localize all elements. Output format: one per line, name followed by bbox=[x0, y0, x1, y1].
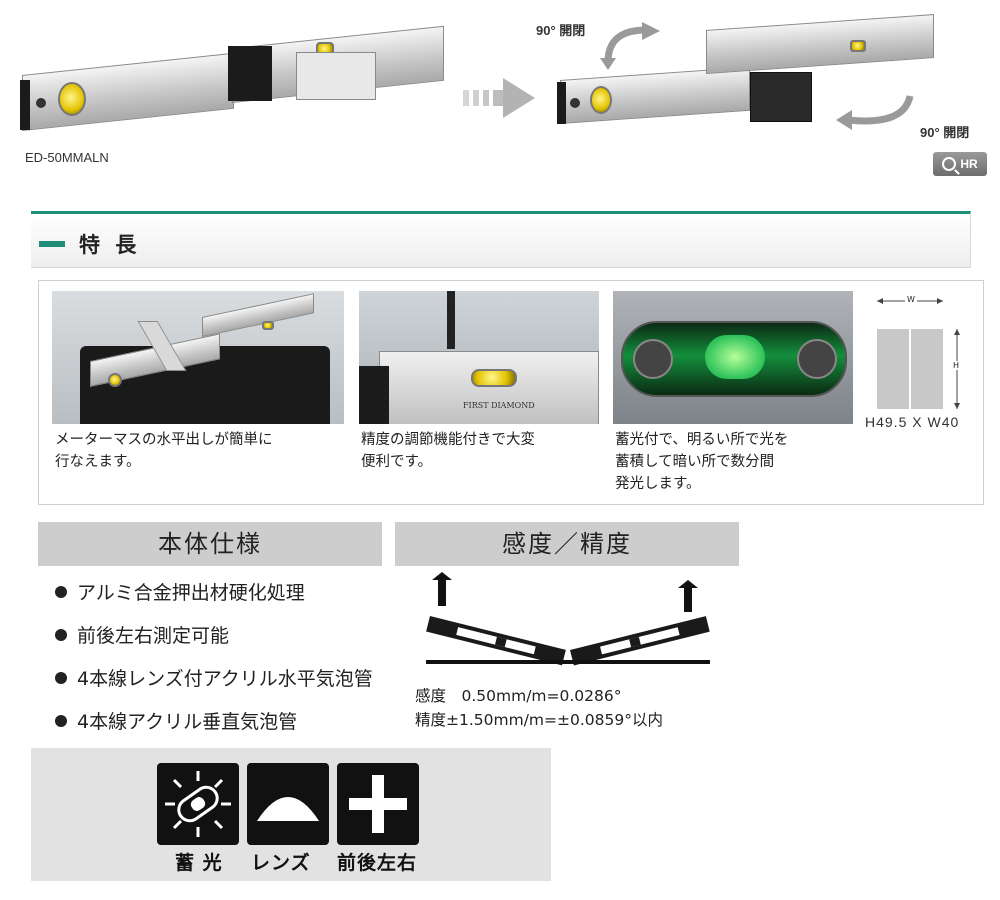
body-spec-heading: 本体仕様 bbox=[38, 522, 382, 566]
luminous-label: 蓄 光 bbox=[175, 852, 223, 874]
sensitivity-text: 感度 0.50mm/m=0.0286° bbox=[415, 687, 622, 705]
feature-photo-adjustment: FIRST DIAMOND bbox=[359, 291, 599, 424]
feature-icon-panel: 蓄 光 レンズ 前後左右 bbox=[31, 748, 551, 881]
rotate-arrow-top-icon bbox=[600, 22, 660, 70]
feature-photo-luminous-vial bbox=[613, 291, 853, 424]
brand-on-level: FIRST DIAMOND bbox=[463, 401, 535, 410]
feature-caption-1: メーターマスの水平出しが簡単に 行なえます。 bbox=[55, 432, 273, 470]
feature-caption-2: 精度の調節機能付きで大変 便利です。 bbox=[361, 432, 535, 470]
spec-item: 4本線アクリル垂直気泡管 bbox=[55, 707, 297, 734]
magnifier-icon bbox=[942, 157, 957, 171]
hr-zoom-button[interactable]: HR bbox=[933, 152, 987, 176]
precision-text: 精度±1.50mm/m=±0.0859°以内 bbox=[415, 711, 663, 729]
rotate-arrow-bottom-icon bbox=[836, 95, 914, 130]
model-label: ED-50MMALN bbox=[25, 150, 109, 165]
dimension-text: H49.5 X W40 bbox=[865, 414, 960, 430]
dimension-h-label: H bbox=[953, 361, 960, 370]
features-header: 特 長 bbox=[31, 211, 971, 268]
feature-photo-meter-mass bbox=[52, 291, 344, 424]
front-back-left-right-label: 前後左右 bbox=[337, 852, 418, 874]
features-title: 特 長 bbox=[79, 233, 141, 257]
rotate-note-top: 90° 開閉 bbox=[536, 23, 586, 38]
feature-caption-3: 蓄光付で、明るい所で光を 蓄積して暗い所で数分間 発光します。 bbox=[615, 432, 789, 492]
accuracy-heading: 感度／精度 bbox=[395, 522, 739, 566]
section-marker bbox=[39, 241, 65, 247]
spec-item: 前後左右測定可能 bbox=[55, 621, 229, 648]
rotate-note-bottom: 90° 開閉 bbox=[920, 125, 970, 140]
spec-item: アルミ合金押出材硬化処理 bbox=[55, 578, 305, 605]
dimension-w-label: W bbox=[905, 295, 917, 304]
product-hero: ED-50MMALN 90° 開閉 90° 開閉 HR bbox=[0, 0, 1000, 190]
spec-item: 4本線レンズ付アクリル水平気泡管 bbox=[55, 664, 373, 691]
front-back-left-right-icon bbox=[337, 763, 419, 845]
lens-label: レンズ bbox=[251, 852, 311, 874]
luminous-icon bbox=[157, 763, 239, 845]
cross-section-diagram bbox=[877, 298, 960, 409]
transition-arrow-icon bbox=[463, 78, 535, 118]
lens-icon bbox=[247, 763, 329, 845]
accuracy-diagram bbox=[426, 572, 710, 666]
hr-button-label: HR bbox=[960, 157, 978, 171]
features-box: メーターマスの水平出しが簡単に 行なえます。 FIRST DIAMOND 精度の… bbox=[38, 280, 984, 505]
